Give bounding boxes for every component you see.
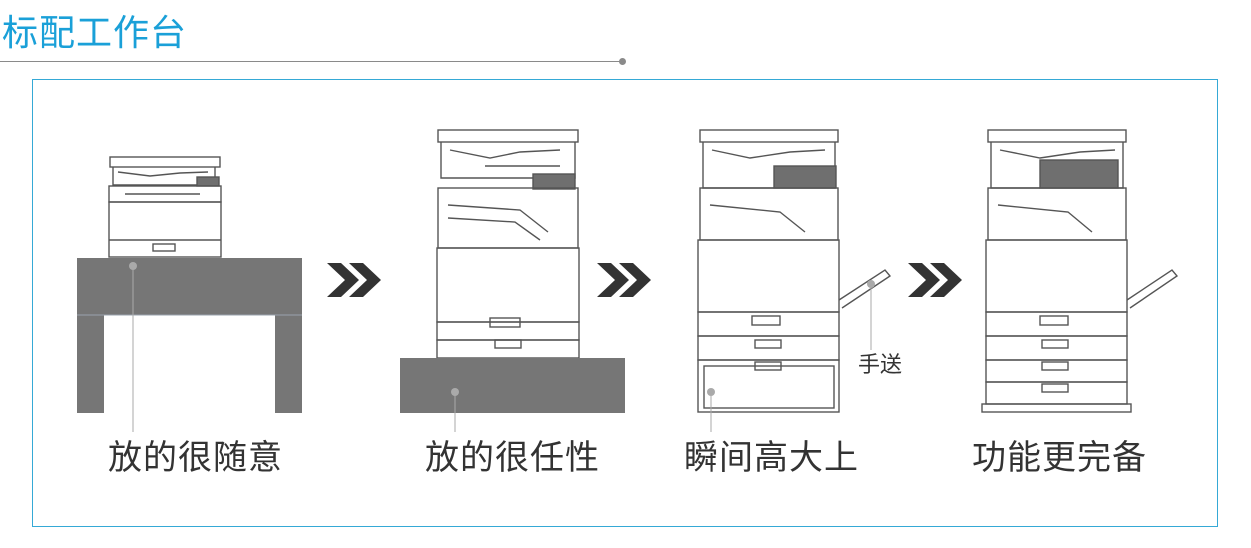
leader-dot-1 — [129, 262, 137, 270]
step-caption-3: 瞬间高大上 — [684, 438, 859, 478]
section-title: 标配工作台 — [2, 13, 188, 54]
printer-desktop-image — [108, 156, 222, 258]
illustration-frame — [32, 79, 1218, 527]
leader-dot-3 — [707, 388, 715, 396]
step-caption-2: 放的很任性 — [425, 438, 600, 478]
step-caption-4: 功能更完备 — [972, 438, 1147, 478]
title-underline — [0, 61, 622, 62]
chevron-right-icon — [327, 263, 381, 297]
manual-feed-label: 手送 — [858, 353, 903, 378]
low-cabinet-image — [400, 358, 625, 413]
printer-cabinet-image — [436, 129, 580, 359]
printer-stand-image — [697, 129, 892, 413]
chevron-right-icon — [908, 263, 962, 297]
title-underline-dot — [619, 58, 626, 65]
low-table-image — [77, 258, 302, 413]
chevron-right-icon — [597, 263, 651, 297]
step-caption-1: 放的很随意 — [108, 438, 283, 478]
leader-dot-2 — [451, 388, 459, 396]
printer-full-image — [981, 129, 1179, 413]
leader-dot-callout — [867, 280, 875, 288]
